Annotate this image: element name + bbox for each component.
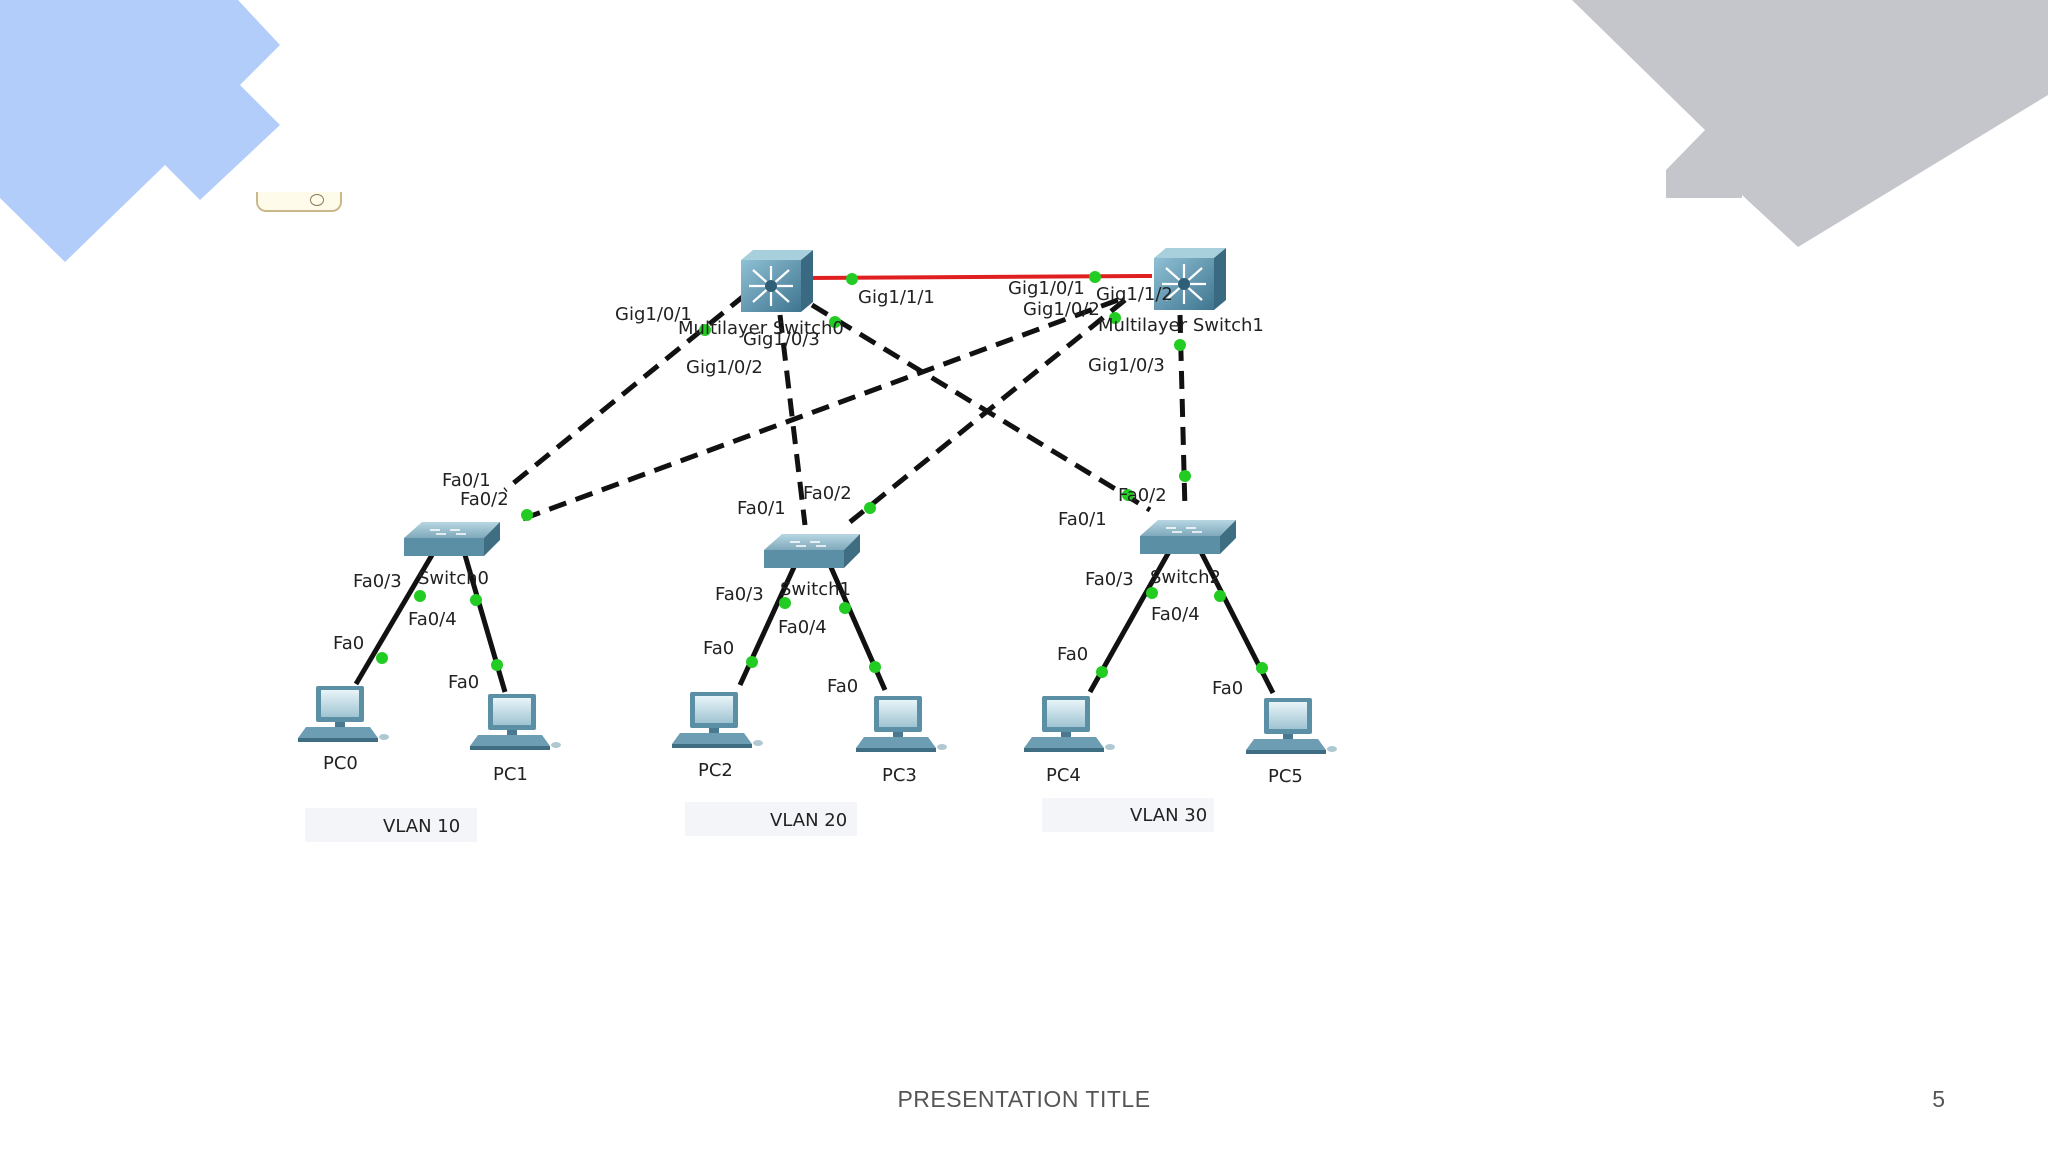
- switch1-icon[interactable]: [763, 533, 861, 569]
- vlan20-label: VLAN 20: [770, 810, 847, 831]
- vlan10-box: [305, 808, 477, 842]
- switch2-label: Switch2: [1150, 567, 1221, 588]
- vlan-labels: VLAN 10 VLAN 20 VLAN 30: [305, 798, 1214, 842]
- port-label: Gig1/0/1: [1008, 278, 1085, 299]
- multilayer-switch0-label: Multilayer Switch0: [678, 318, 844, 339]
- pc2-label: PC2: [698, 760, 733, 781]
- vlan10-label: VLAN 10: [383, 816, 460, 837]
- port-label: Gig1/0/3: [743, 329, 820, 350]
- multilayer-switch1-label: Multilayer Switch1: [1098, 315, 1264, 336]
- pc5-icon[interactable]: [1246, 698, 1337, 754]
- pc1-label: PC1: [493, 764, 528, 785]
- vlan30-label: VLAN 30: [1130, 805, 1207, 826]
- port-label: Gig1/0/3: [1088, 355, 1165, 376]
- port-label: Fa0: [448, 672, 479, 693]
- switch1-label: Switch1: [780, 579, 851, 600]
- port-label: Fa0/4: [1151, 604, 1200, 625]
- port-label: Fa0: [827, 676, 858, 697]
- port-label: Gig1/1/2: [1096, 284, 1173, 305]
- port-label: Fa0: [1212, 678, 1243, 699]
- pc4-label: PC4: [1046, 765, 1081, 786]
- port-indicators: [376, 271, 1268, 678]
- port-label: Gig1/0/1: [615, 304, 692, 325]
- port-label: Fa0/3: [1085, 569, 1134, 590]
- port-label: Gig1/0/2: [1023, 299, 1100, 320]
- port-label: Gig1/0/2: [686, 357, 763, 378]
- vlan20-box: [685, 802, 857, 836]
- port-label: Fa0/4: [778, 617, 827, 638]
- pc2-icon[interactable]: [672, 692, 763, 748]
- port-label: Fa0: [1057, 644, 1088, 665]
- pc0-label: PC0: [323, 753, 358, 774]
- multilayer-switch0-icon[interactable]: [739, 248, 815, 314]
- vlan30-box: [1042, 798, 1214, 832]
- deco-right-shape: [1572, 0, 2048, 247]
- port-label: Fa0/4: [408, 609, 457, 630]
- port-label: Fa0/3: [715, 584, 764, 605]
- note-chip: [256, 192, 342, 212]
- port-label: Fa0/2: [460, 489, 509, 510]
- link-mls0-sw1: [777, 314, 808, 526]
- switch0-icon[interactable]: [403, 521, 501, 557]
- port-label: Fa0/1: [737, 498, 786, 519]
- pc1-icon[interactable]: [470, 694, 561, 750]
- page-number: 5: [1932, 1086, 1945, 1112]
- deco-left-shape: [0, 0, 280, 262]
- link-mls0-sw0: [503, 293, 747, 492]
- port-label: Gig1/1/1: [858, 287, 935, 308]
- link-mls1-sw0: [519, 297, 1119, 523]
- port-label: Fa0: [333, 633, 364, 654]
- device-labels: Multilayer Switch0 Multilayer Switch1 Sw…: [323, 315, 1303, 787]
- port-label: Fa0: [703, 638, 734, 659]
- link-mls0-sw2: [810, 302, 1152, 513]
- pc3-icon[interactable]: [856, 696, 947, 752]
- link-mls1-sw1: [848, 298, 1127, 524]
- pc3-label: PC3: [882, 765, 917, 786]
- pc4-icon[interactable]: [1024, 696, 1115, 752]
- port-labels: Gig1/0/1 Gig1/0/2 Gig1/0/3 Gig1/1/1 Gig1…: [333, 278, 1243, 699]
- switch0-label: Switch0: [418, 568, 489, 589]
- port-label: Fa0/2: [1118, 485, 1167, 506]
- port-label: Fa0/1: [442, 470, 491, 491]
- port-label: Fa0/1: [1058, 509, 1107, 530]
- link-sw0-pc0: [353, 553, 435, 686]
- pc5-label: PC5: [1268, 766, 1303, 787]
- pc0-icon[interactable]: [298, 686, 389, 742]
- port-label: Fa0/2: [803, 483, 852, 504]
- switch2-icon[interactable]: [1139, 519, 1237, 555]
- presentation-title: PRESENTATION TITLE: [897, 1086, 1151, 1112]
- port-label: Fa0/3: [353, 571, 402, 592]
